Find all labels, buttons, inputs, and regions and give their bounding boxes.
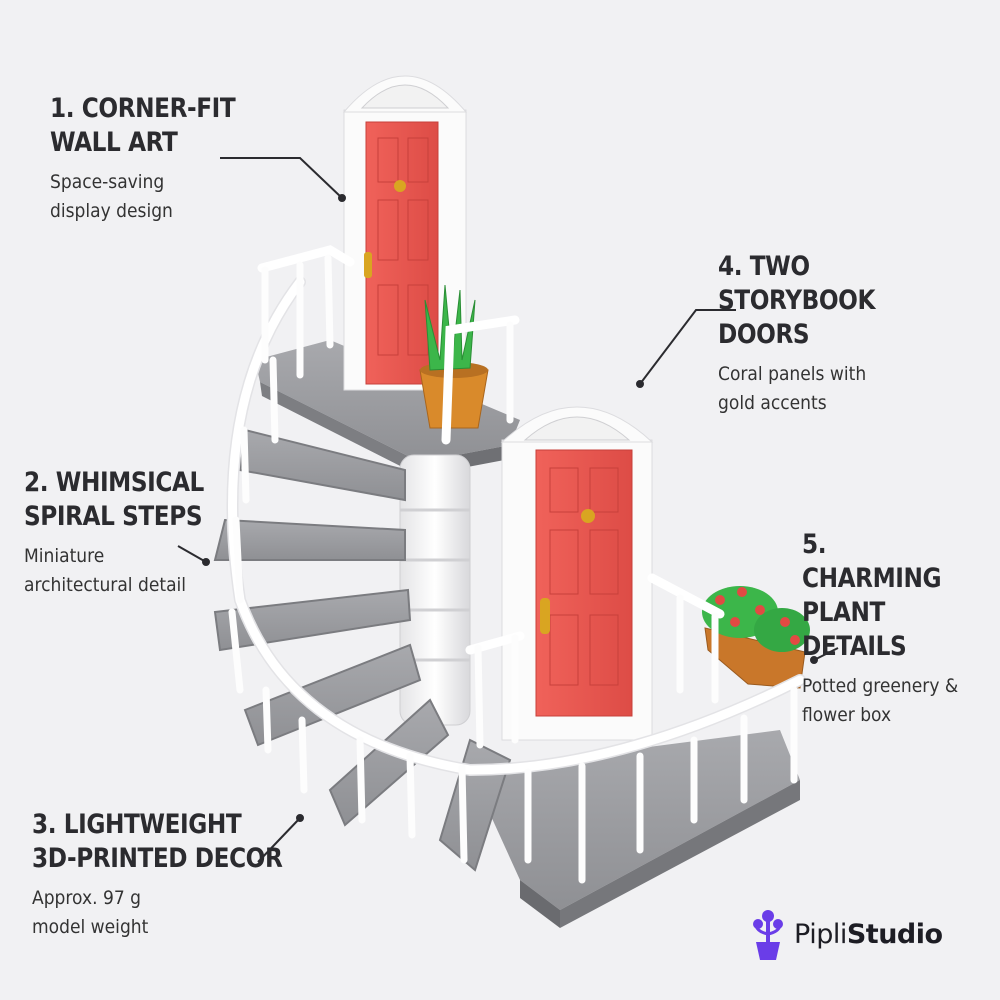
leader-line-4 [639,309,736,385]
callout-description: Potted greenery & flower box [802,675,959,726]
callout-title: 5. CHARMING PLANT DETAILS [802,529,942,662]
callout-title: 2. WHIMSICAL SPIRAL STEPS [24,467,204,532]
lower-door [500,406,654,741]
callout-plant-details: 5. CHARMING PLANT DETAILS Potted greener… [802,528,1000,730]
callout-storybook-doors: 4. TWO STORYBOOK DOORS Coral panels with… [718,250,1000,418]
callout-lightweight: 3. LIGHTWEIGHT 3D-PRINTED DECOR Approx. … [32,808,323,942]
callout-title: 3. LIGHTWEIGHT 3D-PRINTED DECOR [32,809,283,874]
brand-name: PipliStudio [794,919,943,950]
callout-description: Coral panels with gold accents [718,363,867,414]
leader-line-1 [220,157,343,199]
leader-line-2 [177,545,207,563]
leader-line-5 [813,647,839,661]
leader-line-3 [257,817,301,863]
base-platform [470,730,800,928]
callout-title: 1. CORNER-FIT WALL ART [50,93,236,158]
callout-description: Space-saving display design [50,171,173,222]
flower-box [702,586,810,689]
callout-title: 4. TWO STORYBOOK DOORS [718,251,876,350]
callout-corner-fit: 1. CORNER-FIT WALL ART Space-saving disp… [50,92,265,226]
brand-name-part1: Pipli [794,918,847,950]
brand-logo: PipliStudio [748,904,943,964]
balusters [228,254,798,884]
flower-pot-logo-icon [753,910,783,960]
leader-lines [177,157,839,863]
brand-name-part2: Studio [846,918,943,950]
callout-description: Miniature architectural detail [24,545,187,596]
callout-spiral-steps: 2. WHIMSICAL SPIRAL STEPS Miniature arch… [24,466,233,600]
callout-description: Approx. 97 g model weight [32,887,149,938]
